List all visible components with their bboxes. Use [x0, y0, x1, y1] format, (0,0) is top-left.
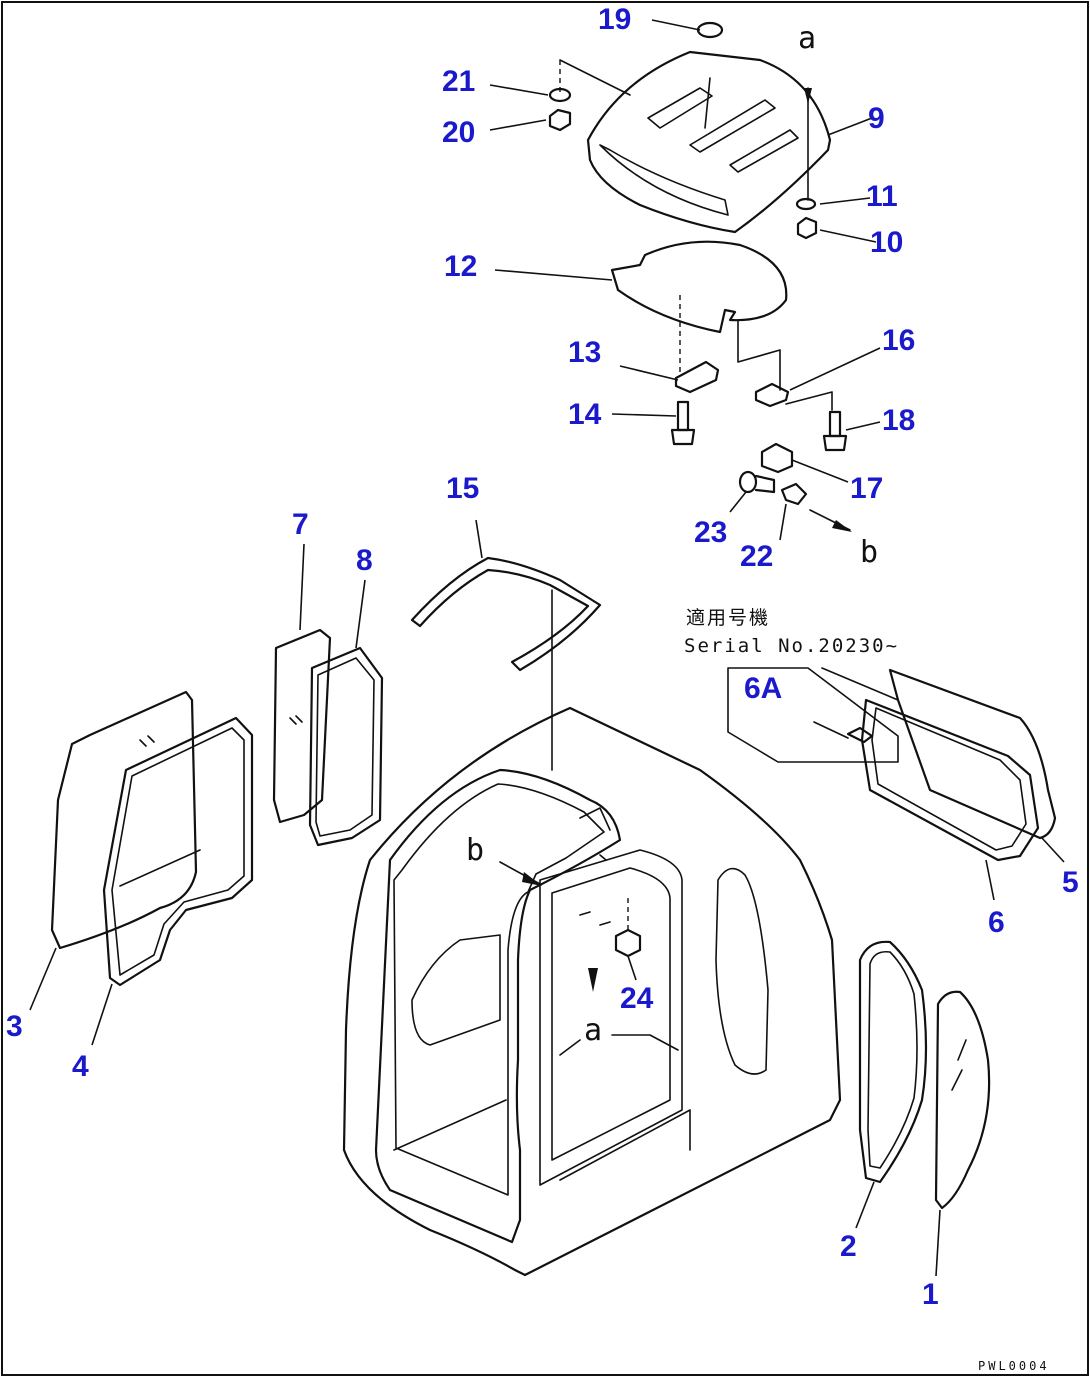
- roof-pad: [610, 240, 788, 391]
- callout-21: 21: [442, 65, 475, 98]
- callout-22: 22: [740, 540, 773, 573]
- nut-24: [614, 928, 642, 958]
- callout-15: 15: [446, 472, 479, 505]
- leader-lines: [29, 19, 1065, 1277]
- roof-cover: [586, 50, 832, 234]
- callout-4: 4: [72, 1050, 89, 1083]
- ref-a-top: a: [798, 21, 816, 56]
- glass-7: [272, 628, 332, 824]
- callout-14: 14: [568, 398, 602, 431]
- clip-6A: [846, 726, 874, 744]
- callout-6A: 6A: [744, 672, 782, 705]
- callout-10: 10: [870, 226, 903, 259]
- seal-6: [860, 698, 1040, 862]
- arrow-a-top: [804, 88, 812, 104]
- callout-5: 5: [1062, 866, 1079, 899]
- glass-3: [50, 690, 198, 950]
- clip-22: [780, 482, 808, 506]
- seal-8: [308, 646, 384, 847]
- glass-1: [934, 990, 991, 1210]
- seal-2: [858, 940, 928, 1184]
- callout-24: 24: [620, 982, 654, 1015]
- washer-19: [696, 21, 724, 39]
- callout-2: 2: [840, 1230, 857, 1263]
- drawing-code: PWL0004: [978, 1359, 1050, 1373]
- callout-12: 12: [444, 250, 477, 283]
- bolt-18: [822, 410, 848, 452]
- serial-note-line1: 適用号機: [686, 607, 770, 629]
- callout-7: 7: [292, 508, 309, 541]
- serial-note-line2: Serial No.20230~: [684, 635, 899, 657]
- callout-11: 11: [866, 180, 898, 213]
- bolt-14: [670, 400, 696, 446]
- callout-1: 1: [922, 1278, 939, 1311]
- bracket-16: [754, 382, 790, 408]
- washer-11: [795, 197, 817, 211]
- callout-17: 17: [850, 472, 883, 505]
- seal-4: [102, 716, 254, 987]
- block-17: [760, 442, 794, 474]
- nut-20: [548, 108, 572, 132]
- nut-10: [796, 216, 818, 240]
- callout-6: 6: [988, 906, 1005, 939]
- callout-8: 8: [356, 544, 373, 577]
- callout-3: 3: [6, 1010, 23, 1043]
- callout-19: 19: [598, 3, 631, 36]
- glass-5: [888, 668, 1057, 840]
- bolt-23: [738, 470, 776, 494]
- callouts: 19 21 20 9 11 10 12 13 16 14 18 17 23 22…: [6, 3, 1079, 1311]
- callout-23: 23: [694, 516, 727, 549]
- ref-b-right: b: [860, 535, 878, 570]
- bracket-13: [674, 360, 720, 394]
- ref-a-bottom: a: [584, 1013, 602, 1048]
- ref-b-left: b: [466, 833, 484, 868]
- callout-9: 9: [868, 102, 885, 135]
- front-seal: [410, 556, 602, 672]
- callout-16: 16: [882, 324, 915, 357]
- callout-18: 18: [882, 404, 915, 437]
- arrow-a-bottom: [588, 968, 598, 992]
- callout-20: 20: [442, 116, 475, 149]
- callout-box-6A: [727, 667, 899, 763]
- callout-13: 13: [568, 336, 601, 369]
- cab-body: [342, 706, 842, 1277]
